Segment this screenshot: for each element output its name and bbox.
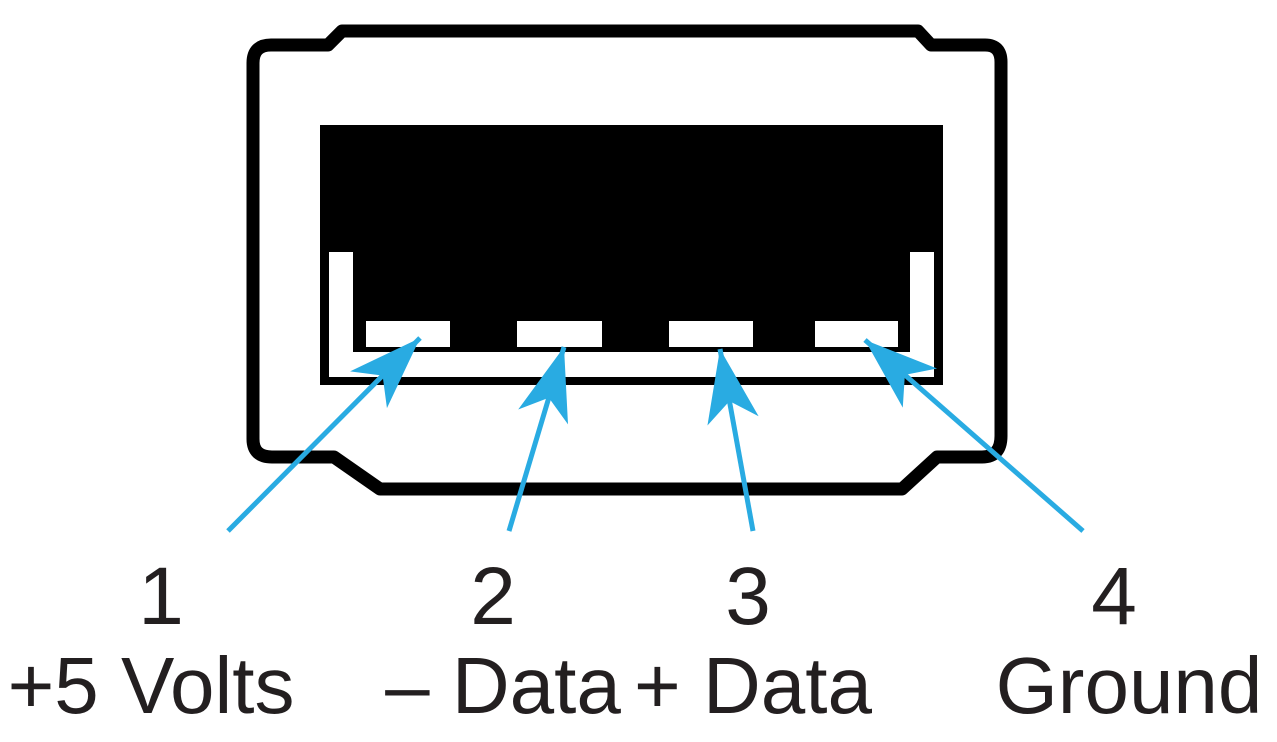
pin-2-contact xyxy=(517,321,602,347)
pin-2-arrow-icon xyxy=(506,346,569,532)
pin-3-arrow-icon xyxy=(707,348,759,532)
pin-3-label: + Data xyxy=(634,641,872,730)
socket-bottom-gap xyxy=(329,352,934,377)
pin-2-label: – Data xyxy=(385,641,621,730)
pin-3-number: 3 xyxy=(725,551,771,642)
usb-shell-outline-icon xyxy=(246,24,1008,496)
usb-socket-opening-icon xyxy=(320,125,943,385)
pin-1-contact xyxy=(366,321,450,347)
pin-1-label: +5 Volts xyxy=(7,641,295,730)
pin-4-contact xyxy=(815,321,898,347)
pin-4-label: Ground xyxy=(995,641,1263,730)
pin-1-number: 1 xyxy=(138,551,184,642)
pin-4-number: 4 xyxy=(1091,551,1137,642)
pin-4-arrow-icon xyxy=(863,338,1085,533)
pin-1-arrow-icon xyxy=(226,336,422,533)
pin-2-number: 2 xyxy=(470,551,516,642)
pin-3-contact xyxy=(669,321,753,347)
